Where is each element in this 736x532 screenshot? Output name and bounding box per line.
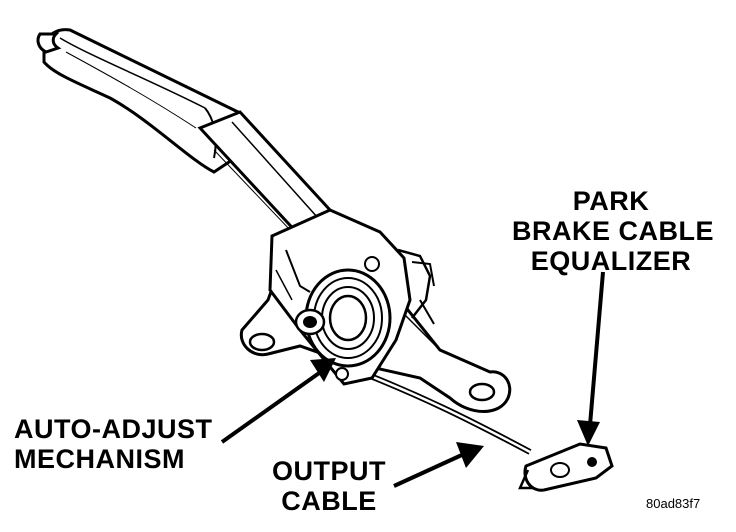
equalizer-drawing [518,442,614,492]
auto-adjust-label: AUTO-ADJUST MECHANISM [14,414,213,474]
equalizer-label-line-3: EQUALIZER [530,246,692,276]
figure-id: 80ad83f7 [646,496,701,511]
leader-arrows [220,271,605,488]
lever-handle [36,28,243,174]
auto-adjust-label-line-1: AUTO-ADJUST [14,414,213,444]
auto-adjust-drum [294,256,392,381]
output-cable-drawing [348,365,532,455]
output-cable-label-line-1: OUTPUT [272,456,386,486]
output-cable-label: OUTPUT CABLE [268,456,390,516]
output-cable-label-line-2: CABLE [281,486,377,516]
equalizer-label: PARK BRAKE CABLE EQUALIZER [512,186,715,276]
auto-adjust-label-line-2: MECHANISM [14,444,185,474]
equalizer-label-line-1: PARK [572,186,650,216]
equalizer-label-line-2: BRAKE CABLE [512,216,715,246]
